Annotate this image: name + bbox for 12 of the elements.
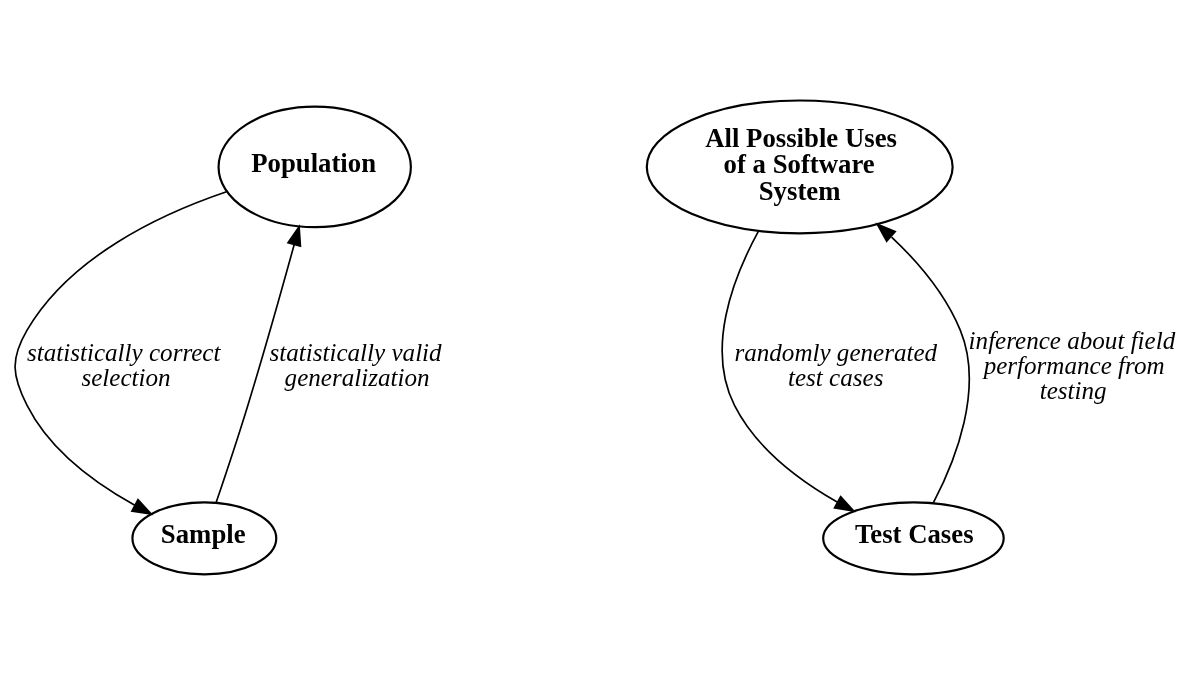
- edge-label: statistically correct selection: [27, 339, 221, 392]
- arrow: [14, 190, 228, 516]
- edge-label: inference about field performance from testing: [968, 326, 1176, 404]
- node-ellipse: Sample: [131, 501, 278, 576]
- node-ellipse: Test Cases: [822, 501, 1005, 576]
- arrow: [215, 224, 302, 504]
- edge-label: randomly generated test cases: [734, 339, 938, 392]
- edge-label: statistically valid generalization: [269, 339, 442, 392]
- arrow: [721, 230, 856, 513]
- arrow: [875, 222, 971, 504]
- node-ellipse: Population: [217, 105, 412, 229]
- node-ellipse: All Possible Uses of a Software System: [645, 99, 954, 235]
